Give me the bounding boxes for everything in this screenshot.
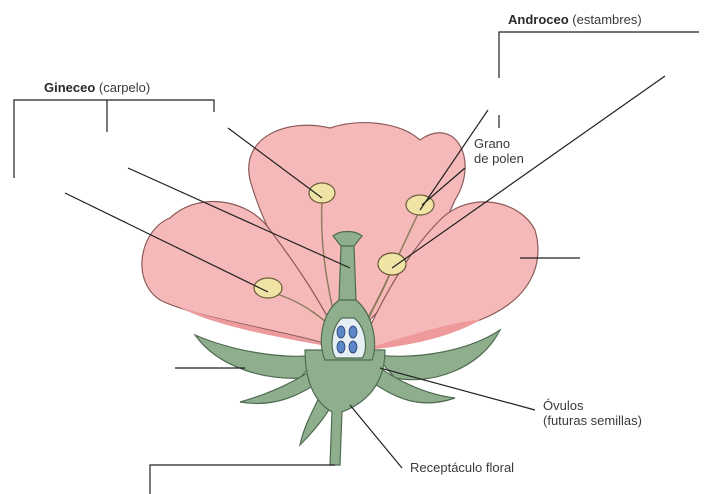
- anther-icon: [254, 278, 282, 298]
- anther-icon: [378, 253, 406, 275]
- grano-de-polen-label: Grano de polen: [474, 136, 524, 166]
- ovulos-line-1: Óvulos: [543, 398, 642, 413]
- gineceo-bracket: [14, 100, 214, 178]
- receptaculo-text: Receptáculo floral: [410, 460, 514, 475]
- gineceo-title: Gineceo: [44, 80, 95, 95]
- grano-line-1: Grano: [474, 136, 524, 151]
- ovule-icon: [337, 341, 345, 353]
- androceo-bracket: [499, 32, 699, 128]
- ovule-icon: [337, 326, 345, 338]
- androceo-note: (estambres): [572, 12, 641, 27]
- ovulos-line-2: (futuras semillas): [543, 413, 642, 428]
- grano-line-2: de polen: [474, 151, 524, 166]
- androceo-title: Androceo: [508, 12, 569, 27]
- anther-icon: [309, 183, 335, 203]
- ovule-icon: [349, 326, 357, 338]
- gineceo-label: Gineceo (carpelo): [44, 80, 150, 95]
- gineceo-note: (carpelo): [99, 80, 150, 95]
- ovule-icon: [349, 341, 357, 353]
- receptaculo-label: Receptáculo floral: [410, 460, 514, 475]
- style: [339, 246, 356, 300]
- androceo-label: Androceo (estambres): [508, 12, 642, 27]
- ovulos-label: Óvulos (futuras semillas): [543, 398, 642, 428]
